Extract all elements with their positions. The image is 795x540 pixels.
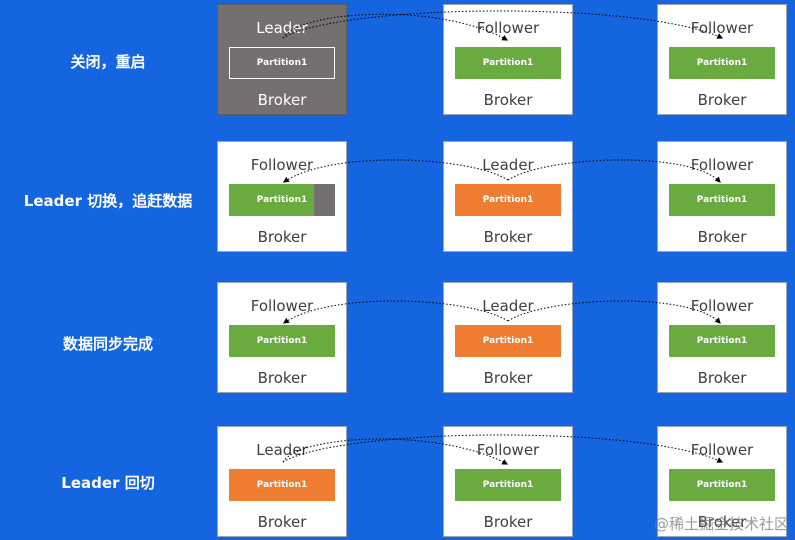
partition-block: Partition1	[455, 184, 561, 216]
broker-box: Follower Partition1 Broker	[217, 141, 347, 252]
broker-label: Broker	[257, 369, 307, 387]
broker-box: Leader Partition1 Broker	[443, 282, 573, 393]
partition-block: Partition1	[229, 184, 335, 216]
broker-box: Leader Partition1 Broker	[217, 4, 347, 115]
broker-box: Follower Partition1 Broker	[657, 282, 787, 393]
broker-role: Follower	[476, 19, 540, 37]
partition-block: Partition1	[455, 469, 561, 501]
broker-box: Follower Partition1 Broker	[443, 426, 573, 537]
broker-label: Broker	[697, 513, 747, 531]
broker-box: Follower Partition1 Broker	[443, 4, 573, 115]
row-label: Leader 切换，追赶数据	[23, 192, 193, 210]
watermark-text: @稀土掘金技术社区	[653, 515, 789, 533]
row-label: Leader 回切	[61, 474, 155, 492]
partition-block: Partition1	[669, 469, 775, 501]
broker-label: Broker	[257, 91, 307, 109]
broker-label: Broker	[483, 369, 533, 387]
broker-role: Follower	[690, 19, 754, 37]
partition-block: Partition1	[669, 184, 775, 216]
partition-block: Partition1	[669, 47, 775, 79]
broker-box: Follower Partition1 Broker	[657, 141, 787, 252]
broker-role: Leader	[256, 19, 308, 37]
broker-role: Leader	[256, 441, 308, 459]
partition-block: Partition1	[455, 47, 561, 79]
broker-box: Leader Partition1 Broker	[443, 141, 573, 252]
partition-block: Partition1	[229, 469, 335, 501]
broker-label: Broker	[697, 91, 747, 109]
broker-role: Follower	[250, 297, 314, 315]
broker-box: Leader Partition1 Broker	[217, 426, 347, 537]
broker-label: Broker	[483, 228, 533, 246]
broker-role: Follower	[690, 441, 754, 459]
broker-label: Broker	[483, 91, 533, 109]
partition-block: Partition1	[229, 325, 335, 357]
broker-role: Follower	[690, 297, 754, 315]
broker-label: Broker	[257, 513, 307, 531]
broker-label: Broker	[697, 228, 747, 246]
broker-label: Broker	[257, 228, 307, 246]
broker-role: Leader	[482, 156, 534, 174]
broker-role: Follower	[250, 156, 314, 174]
partition-block: Partition1	[669, 325, 775, 357]
broker-box: Follower Partition1 Broker	[217, 282, 347, 393]
partition-block: Partition1	[455, 325, 561, 357]
row-label: 关闭，重启	[70, 53, 146, 71]
broker-box: Follower Partition1 Broker	[657, 4, 787, 115]
broker-role: Follower	[690, 156, 754, 174]
partition-block: Partition1	[229, 47, 335, 79]
broker-role: Leader	[482, 297, 534, 315]
row-label: 数据同步完成	[62, 335, 154, 353]
broker-role: Follower	[476, 441, 540, 459]
broker-label: Broker	[697, 369, 747, 387]
broker-label: Broker	[483, 513, 533, 531]
